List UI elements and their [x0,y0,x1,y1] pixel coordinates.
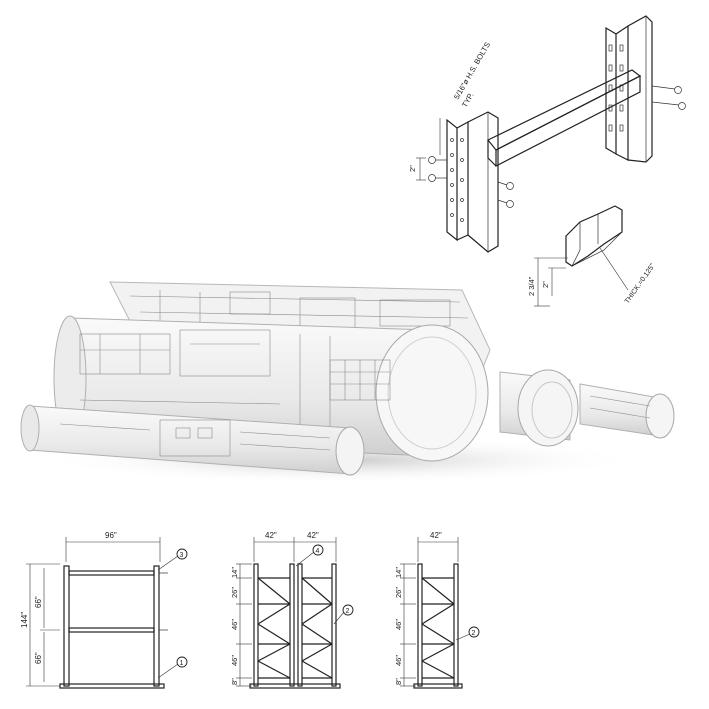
elev2-callout-4: 4 [316,548,320,555]
thickness-note: THICK.=0.125" [624,262,657,305]
elev2-callout-2: 2 [346,608,350,615]
elev1-lower-label: 66" [34,652,43,664]
elevation-drawing-3: 42" 14" 26" 46" 46" 8" 2 [394,531,480,689]
bolt-note: 5/16"ø H.S. BOLTS [452,41,492,101]
right-upright [605,15,653,163]
elev1-callout-3: 3 [180,552,184,559]
elev1-width-label: 96" [105,531,117,540]
elev3-width-label: 42" [430,531,442,540]
rolled-blueprints-photo [20,281,675,484]
elev3-label-5: 8" [394,678,403,685]
elev3-label-3: 46" [394,619,403,630]
elevation-drawing-1: 96" 144" 66" 66" 3 1 [20,531,188,689]
elev2-label-3: 46" [230,619,239,630]
bolts [428,85,686,208]
elev2-label-5: 8" [230,678,239,685]
elev3-callout-2: 2 [472,630,476,637]
profile-height-label: 2 3/4" [527,276,536,296]
elev1-callout-1: 1 [180,660,184,667]
elevation-drawing-2: 42" 42" 14" 26" 46" 46" 8" [230,531,354,689]
elev1-total-height-label: 144" [20,612,29,628]
beam-profile-section: 2 3/4" 2" THICK.=0.125" [527,205,657,307]
bolt-spacing-label: 2" [408,165,417,172]
elev2-width-left: 42" [265,531,277,540]
elev3-label-1: 14" [394,567,403,578]
elev2-label-4: 46" [230,655,239,666]
beam-connection-detail: 5/16"ø H.S. BOLTS TYP. 2" 2 3/4" 2" THIC… [408,15,686,307]
profile-flange-label: 2" [541,281,550,288]
elev1-upper-label: 66" [34,596,43,608]
elev3-label-4: 46" [394,655,403,666]
elev3-label-2: 26" [394,587,403,598]
horizontal-beam [487,69,642,167]
elev2-label-2: 26" [230,587,239,598]
left-upright [446,111,499,253]
elev2-width-right: 42" [307,531,319,540]
elev2-label-1: 14" [230,567,239,578]
